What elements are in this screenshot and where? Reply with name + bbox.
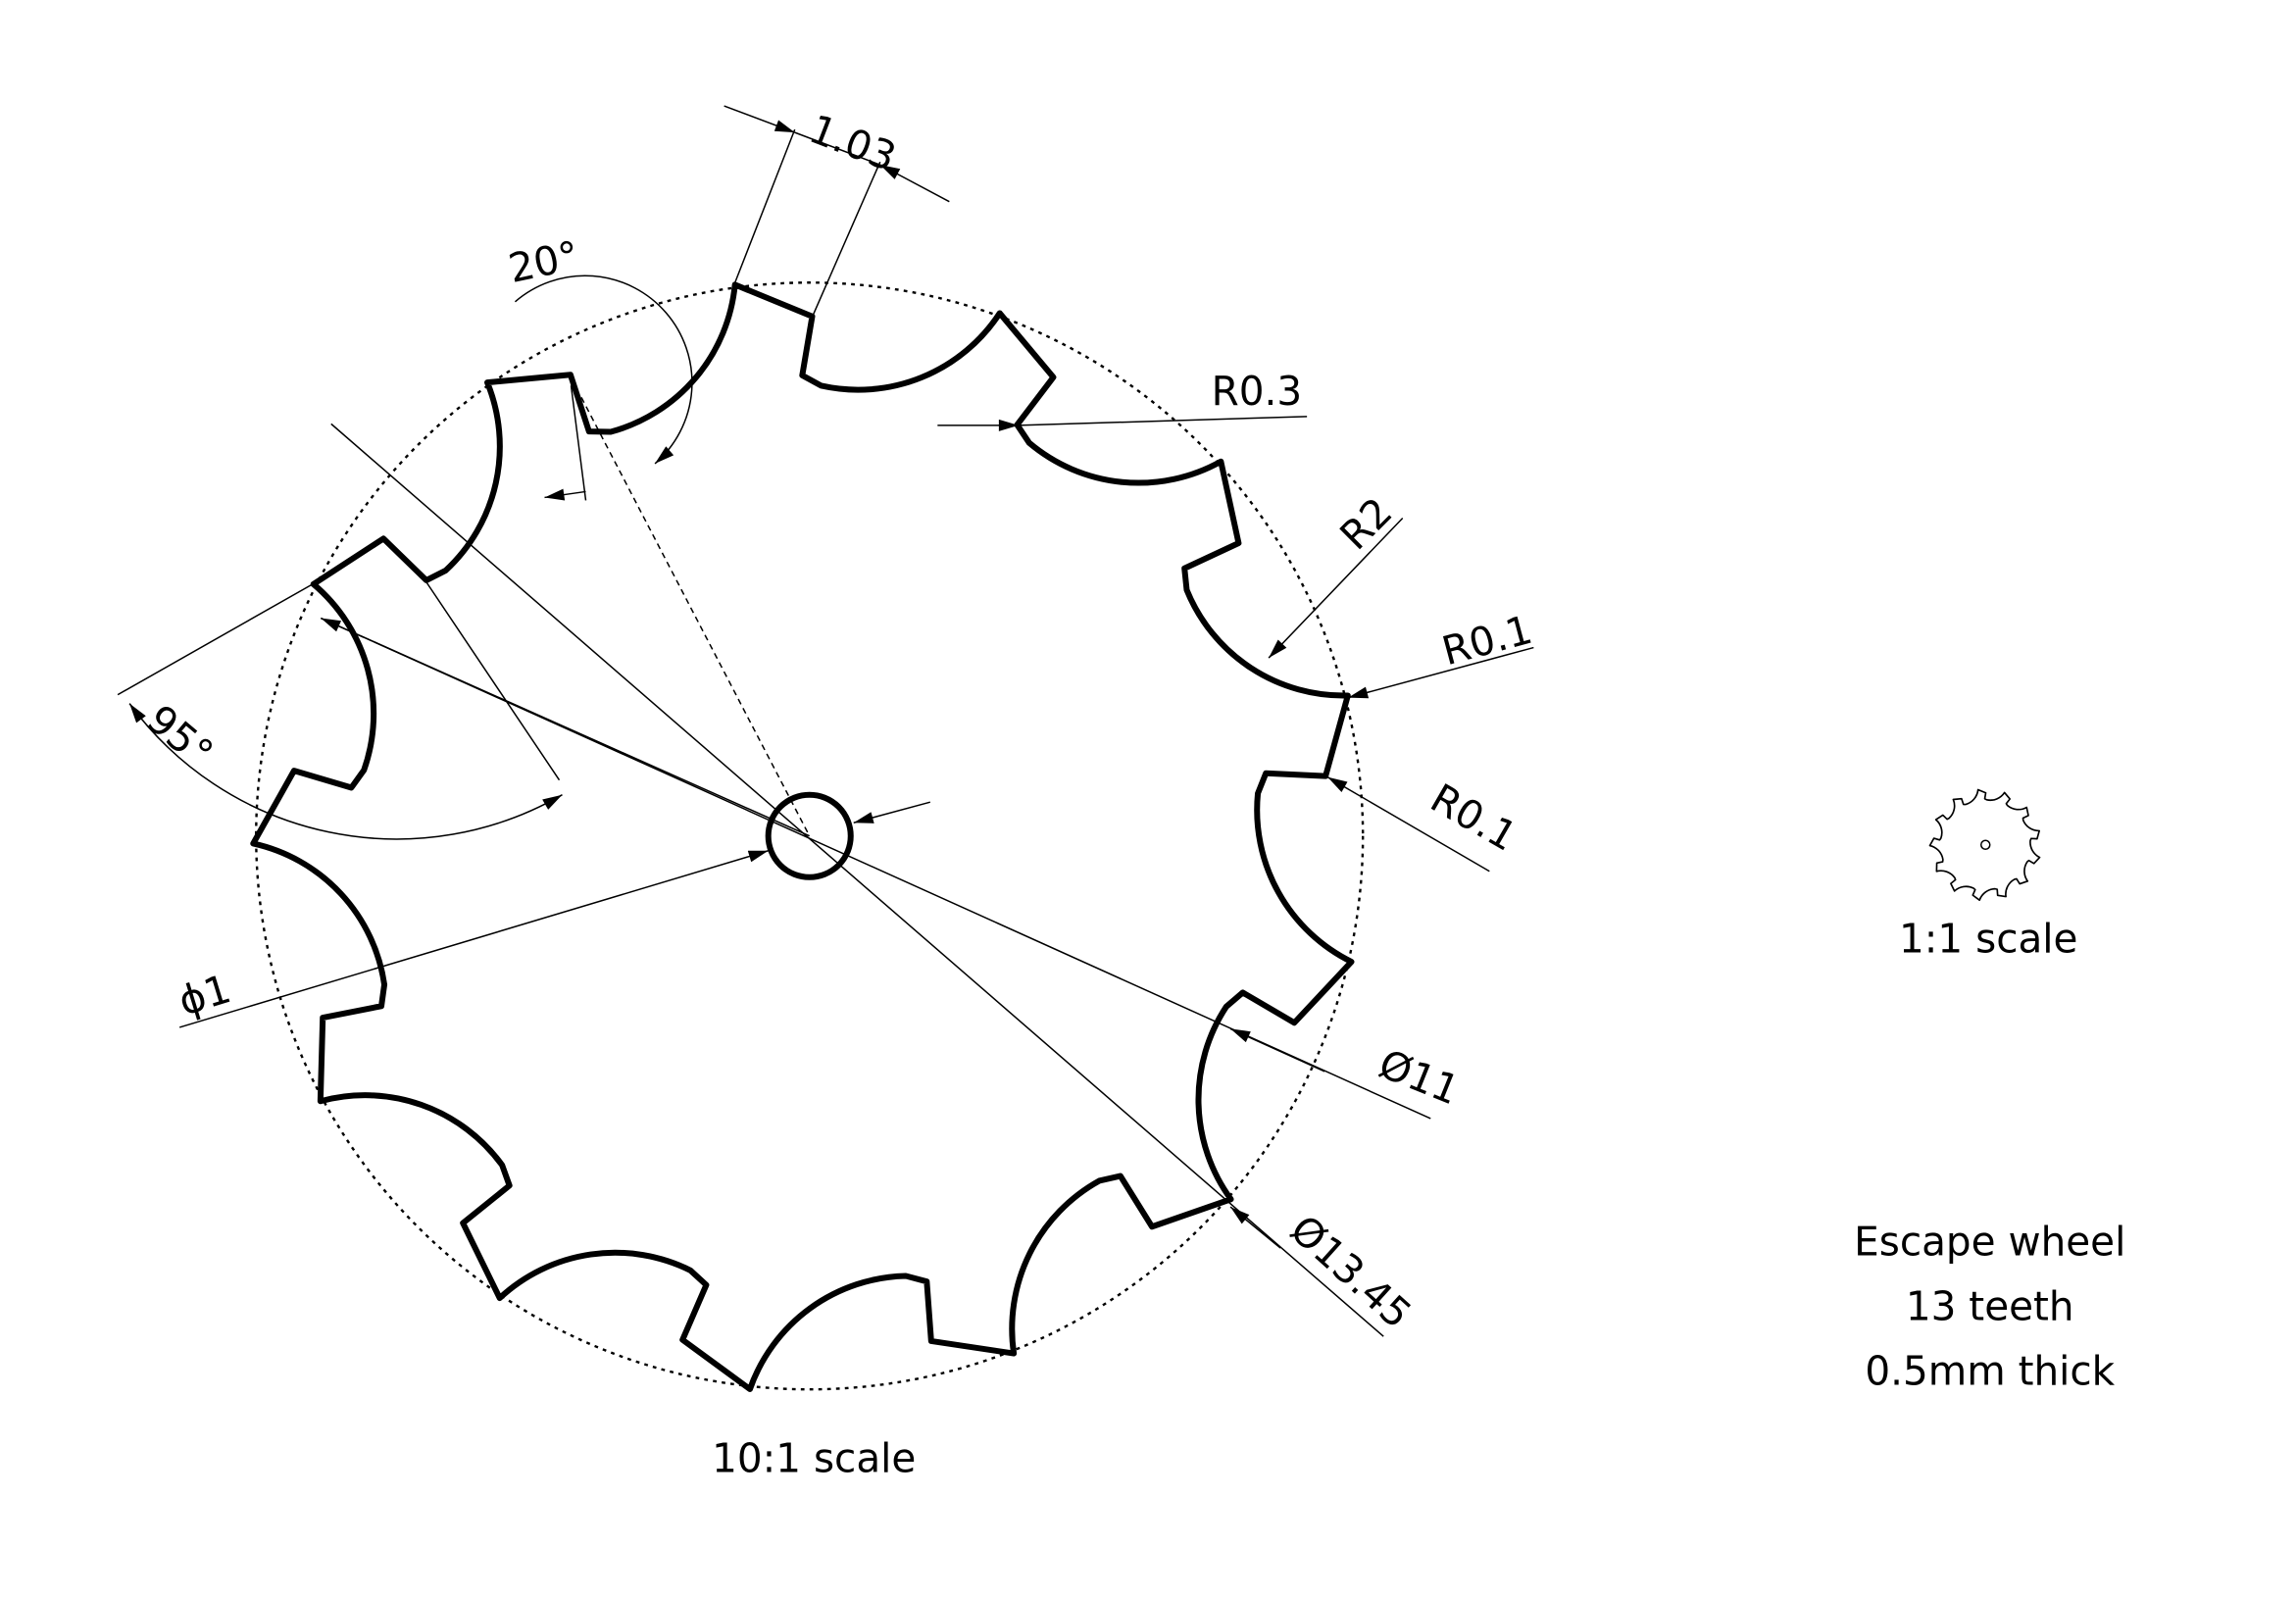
dimension-flank-angle: 95° <box>117 577 811 840</box>
tip-radius-1-label: R0.1 <box>1437 606 1537 674</box>
dimension-notch-radius: R0.3 <box>937 368 1308 431</box>
dimension-root-diameter: Ø11 <box>360 634 1466 1120</box>
hole-label: ϕ1 <box>174 965 236 1024</box>
main-scale-label: 10:1 scale <box>712 1434 916 1481</box>
dimension-arc-radius: R2 <box>1268 488 1404 659</box>
dimension-tip-radius-2: R0.1 <box>1326 774 1524 873</box>
notch-radius-label: R0.3 <box>1212 368 1303 415</box>
title-line-3: 0.5mm thick <box>1865 1348 2115 1395</box>
tooth-angle-label: 20° <box>505 231 583 292</box>
small-scale-label: 1:1 scale <box>1899 915 2077 962</box>
dimension-hole: ϕ1 <box>174 801 931 1028</box>
small-gear-hole <box>1979 839 1991 851</box>
title-line-1: Escape wheel <box>1854 1219 2125 1266</box>
dimension-tooth-angle: 20° <box>505 231 811 837</box>
gear-profile <box>250 281 1355 1392</box>
tip-radius-2-label: R0.1 <box>1423 774 1524 861</box>
dimension-tip-radius-1: R0.1 <box>1347 606 1537 699</box>
small-gear-profile <box>1928 788 2041 901</box>
outer-diameter-circle <box>255 281 1365 1391</box>
flank-angle-label: 95° <box>138 696 223 777</box>
tooth-width-label: 1.03 <box>803 105 902 180</box>
root-diameter-label: Ø11 <box>1373 1040 1466 1115</box>
title-line-2: 13 teeth <box>1906 1283 2074 1330</box>
arc-radius-label: R2 <box>1330 488 1401 559</box>
outer-diameter-label: Ø13.45 <box>1281 1206 1421 1338</box>
dimension-tooth-width: 1.03 <box>724 105 950 318</box>
center-hole <box>765 791 854 880</box>
